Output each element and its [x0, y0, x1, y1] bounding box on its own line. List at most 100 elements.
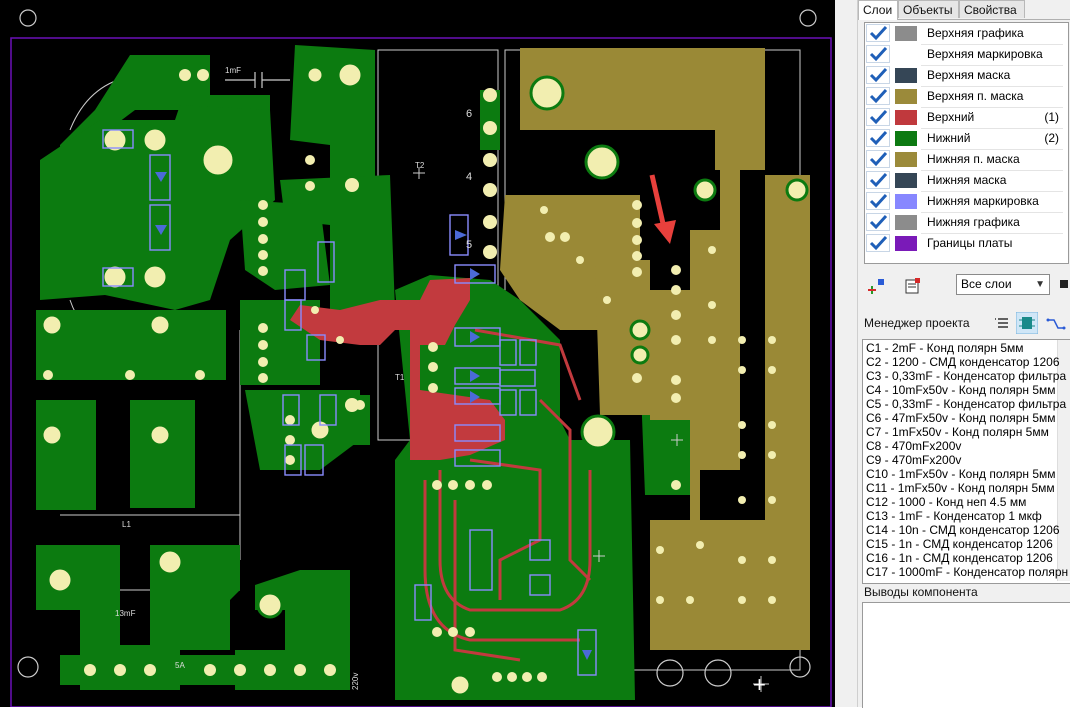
- component-list-item[interactable]: C4 - 10mFx50v - Конд полярн 5мм: [866, 383, 1056, 397]
- tab-objects[interactable]: Объекты: [898, 0, 959, 18]
- component-list-item[interactable]: C6 - 47mFx50v - Конд полярн 5мм: [866, 411, 1056, 425]
- layer-view-icon[interactable]: [1056, 276, 1070, 296]
- component-list-item[interactable]: C13 - 1mF - Конденсатор 1 мкф: [866, 509, 1042, 523]
- component-list-item[interactable]: C12 - 1000 - Конд неп 4.5 мм: [866, 495, 1027, 509]
- layer-color-swatch[interactable]: [895, 131, 917, 146]
- layer-label: Нижняя маска: [927, 173, 1007, 187]
- layer-color-swatch[interactable]: [895, 26, 917, 41]
- pcb-label-13mf: 13mF: [115, 609, 136, 618]
- component-list-item[interactable]: C7 - 1mFx50v - Конд полярн 5мм: [866, 425, 1049, 439]
- component-list-item[interactable]: C1 - 2mF - Конд полярн 5мм: [866, 341, 1024, 355]
- layer-row[interactable]: Верхняя п. маска: [865, 86, 1068, 107]
- layer-color-swatch[interactable]: [895, 194, 917, 209]
- component-chip-icon[interactable]: [1016, 312, 1038, 334]
- layer-separator: [921, 65, 1063, 66]
- layer-label: Нижняя маркировка: [927, 194, 1039, 208]
- layer-separator: [921, 107, 1063, 108]
- component-list-item[interactable]: C9 - 470mFx200v: [866, 453, 962, 467]
- pcb-label-220v: 220v: [351, 673, 360, 690]
- layer-number: (2): [1044, 131, 1059, 145]
- component-list-item[interactable]: C5 - 0,33mF - Конденсатор фильтра: [866, 397, 1067, 411]
- tab-properties[interactable]: Свойства: [959, 0, 1025, 18]
- layer-row[interactable]: Границы платы: [865, 233, 1068, 254]
- pcb-canvas[interactable]: 1mF T2 4 6 5 L1 13mF T1 5A 220v +: [0, 0, 835, 707]
- component-list-item[interactable]: C14 - 10n - СМД конденсатор 1206: [866, 523, 1060, 537]
- add-layer-icon[interactable]: [868, 276, 888, 296]
- list-view-icon[interactable]: [992, 314, 1012, 334]
- checkmark-icon[interactable]: [866, 234, 890, 252]
- pcb-board-view[interactable]: 1mF T2 4 6 5 L1 13mF T1 5A 220v +: [0, 0, 835, 707]
- checkmark-icon[interactable]: [866, 87, 890, 105]
- layer-color-swatch[interactable]: [895, 152, 917, 167]
- checkmark-icon[interactable]: [866, 213, 890, 231]
- checkmark-icon[interactable]: [866, 66, 890, 84]
- tab-layers[interactable]: Слои: [858, 0, 898, 20]
- component-pins-list[interactable]: [862, 602, 1070, 708]
- layer-color-swatch[interactable]: [895, 110, 917, 125]
- layer-color-swatch[interactable]: [895, 89, 917, 104]
- component-list-item[interactable]: C2 - 1200 - СМД конденсатор 1206: [866, 355, 1060, 369]
- layer-settings-icon[interactable]: [903, 276, 923, 296]
- layer-label: Нижний: [927, 131, 971, 145]
- layer-separator: [921, 128, 1063, 129]
- pcb-label-4: 4: [466, 171, 472, 183]
- layer-color-swatch[interactable]: [895, 173, 917, 188]
- chevron-down-icon: ▼: [1035, 279, 1045, 290]
- layer-row[interactable]: Верхняя маркировка: [865, 44, 1068, 65]
- component-list-item[interactable]: C15 - 1n - СМД конденсатор 1206: [866, 537, 1053, 551]
- layer-separator: [921, 233, 1063, 234]
- layer-color-swatch[interactable]: [895, 236, 917, 251]
- layer-row[interactable]: Верхний (1): [865, 107, 1068, 128]
- silk-diodes: [155, 172, 592, 660]
- layer-color-swatch[interactable]: [895, 68, 917, 83]
- layer-row[interactable]: Верхняя маска: [865, 65, 1068, 86]
- checkmark-icon[interactable]: [866, 24, 890, 42]
- layer-row[interactable]: Нижняя маркировка: [865, 191, 1068, 212]
- layer-label: Верхний: [927, 110, 975, 124]
- component-list-item[interactable]: C11 - 1mFx50v - Конд полярн 5мм: [866, 481, 1055, 495]
- layer-label: Верхняя п. маска: [927, 89, 1024, 103]
- layer-separator: [921, 191, 1063, 192]
- panel-splitter[interactable]: [835, 0, 857, 707]
- layer-separator: [921, 170, 1063, 171]
- pcb-texts: 1mF T2 4 6 5 L1 13mF T1 5A 220v: [115, 66, 472, 690]
- layer-number: (1): [1044, 110, 1059, 124]
- checkmark-icon[interactable]: [866, 108, 890, 126]
- layer-row[interactable]: Нижняя п. маска: [865, 149, 1068, 170]
- pcb-label-l1: L1: [122, 520, 131, 529]
- layer-color-swatch[interactable]: [895, 215, 917, 230]
- small-pads: [43, 69, 776, 682]
- pcb-label-t1: T1: [395, 373, 405, 382]
- project-manager-title: Менеджер проекта: [864, 316, 970, 330]
- layer-label: Верхняя графика: [927, 26, 1024, 40]
- layer-row[interactable]: Верхняя графика: [865, 23, 1068, 44]
- component-list-item[interactable]: C16 - 1n - СМД конденсатор 1206: [866, 551, 1053, 565]
- component-list-item[interactable]: C17 - 1000mF - Конденсатор полярн: [866, 565, 1069, 579]
- checkmark-icon[interactable]: [866, 150, 890, 168]
- layer-color-swatch[interactable]: [895, 47, 917, 62]
- board-outline: [10, 37, 832, 707]
- layer-row[interactable]: Нижняя маска: [865, 170, 1068, 191]
- checkmark-icon[interactable]: [866, 171, 890, 189]
- net-connection-icon[interactable]: [1046, 314, 1066, 334]
- layer-row[interactable]: Нижняя графика: [865, 212, 1068, 233]
- component-list-item[interactable]: C3 - 0,33mF - Конденсатор фильтра: [866, 369, 1067, 383]
- component-list-item[interactable]: C10 - 1mFx50v - Конд полярн 5мм: [866, 467, 1056, 481]
- checkmark-icon[interactable]: [866, 129, 890, 147]
- layer-label: Верхняя маска: [927, 68, 1011, 82]
- panel-tabs: Слои Объекты Свойства: [858, 0, 1070, 20]
- cap-symbol: [225, 72, 290, 88]
- pcb-label-5a: 5A: [175, 661, 185, 670]
- crosshairs: [413, 167, 769, 692]
- large-pads: [40, 61, 809, 697]
- layer-filter-select[interactable]: Все слои ▼: [956, 274, 1050, 295]
- component-list-scrollbar[interactable]: [1057, 340, 1070, 581]
- checkmark-icon[interactable]: [866, 192, 890, 210]
- layer-separator: [921, 86, 1063, 87]
- layer-row[interactable]: Нижний (2): [865, 128, 1068, 149]
- checkmark-icon[interactable]: [866, 45, 890, 63]
- component-list-item[interactable]: C8 - 470mFx200v: [866, 439, 962, 453]
- pcb-label-t2: T2: [415, 161, 425, 170]
